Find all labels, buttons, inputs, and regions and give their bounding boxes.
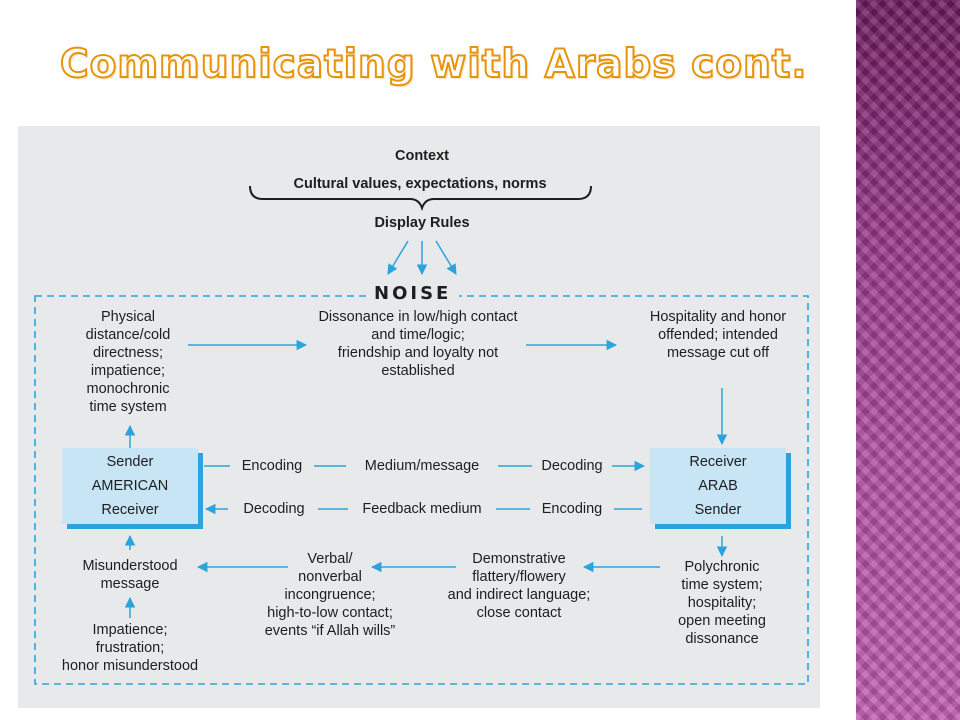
context-label: Context <box>395 148 449 164</box>
receiver-arab-box: Receiver ARAB Sender <box>650 448 786 524</box>
sender-american-box: Sender AMERICAN Receiver <box>62 448 198 524</box>
display-arrow-right <box>435 240 457 275</box>
slide-title: Communicating with Arabs cont. <box>59 41 808 88</box>
context-brace <box>249 185 592 212</box>
row2-feedback-medium: Feedback medium <box>362 501 482 517</box>
communication-diagram: Context Cultural values, expectations, n… <box>18 126 820 708</box>
sender-box-line-2: AMERICAN <box>91 478 169 494</box>
cultural-values-label: Cultural values, expectations, norms <box>293 176 547 192</box>
row2-encoding: Encoding <box>541 501 603 517</box>
misunderstood-message-text: Misunderstood message <box>82 558 178 592</box>
row1-medium-message: Medium/message <box>364 458 480 474</box>
verbal-incongruence-text: Verbal/ nonverbal incongruence; high-to-… <box>264 551 396 639</box>
row2-decoding: Decoding <box>243 501 305 517</box>
american-noise-behaviors: Physical distance/cold directness; impat… <box>85 309 171 415</box>
sender-box-line-1: Sender <box>106 454 154 470</box>
row1-decoding: Decoding <box>541 458 603 474</box>
dissonance-text: Dissonance in low/high contact and time/… <box>318 309 518 379</box>
hospitality-offended-text: Hospitality and honor offended; intended… <box>649 309 787 361</box>
impatience-text: Impatience; frustration; honor misunders… <box>61 622 199 674</box>
polychronic-text: Polychronic time system; hospitality; op… <box>678 559 766 647</box>
decorative-side-band <box>856 0 960 720</box>
row1-encoding: Encoding <box>241 458 303 474</box>
receiver-box-line-3: Sender <box>694 502 742 518</box>
noise-label: NOISE <box>366 283 460 304</box>
receiver-box-line-2: ARAB <box>698 478 738 494</box>
receiver-box-line-1: Receiver <box>689 454 747 470</box>
sender-box-line-3: Receiver <box>101 502 159 518</box>
display-arrow-left <box>387 240 409 275</box>
demonstrative-language-text: Demonstrative flattery/flowery and indir… <box>447 551 591 621</box>
display-rules-label: Display Rules <box>374 215 470 231</box>
